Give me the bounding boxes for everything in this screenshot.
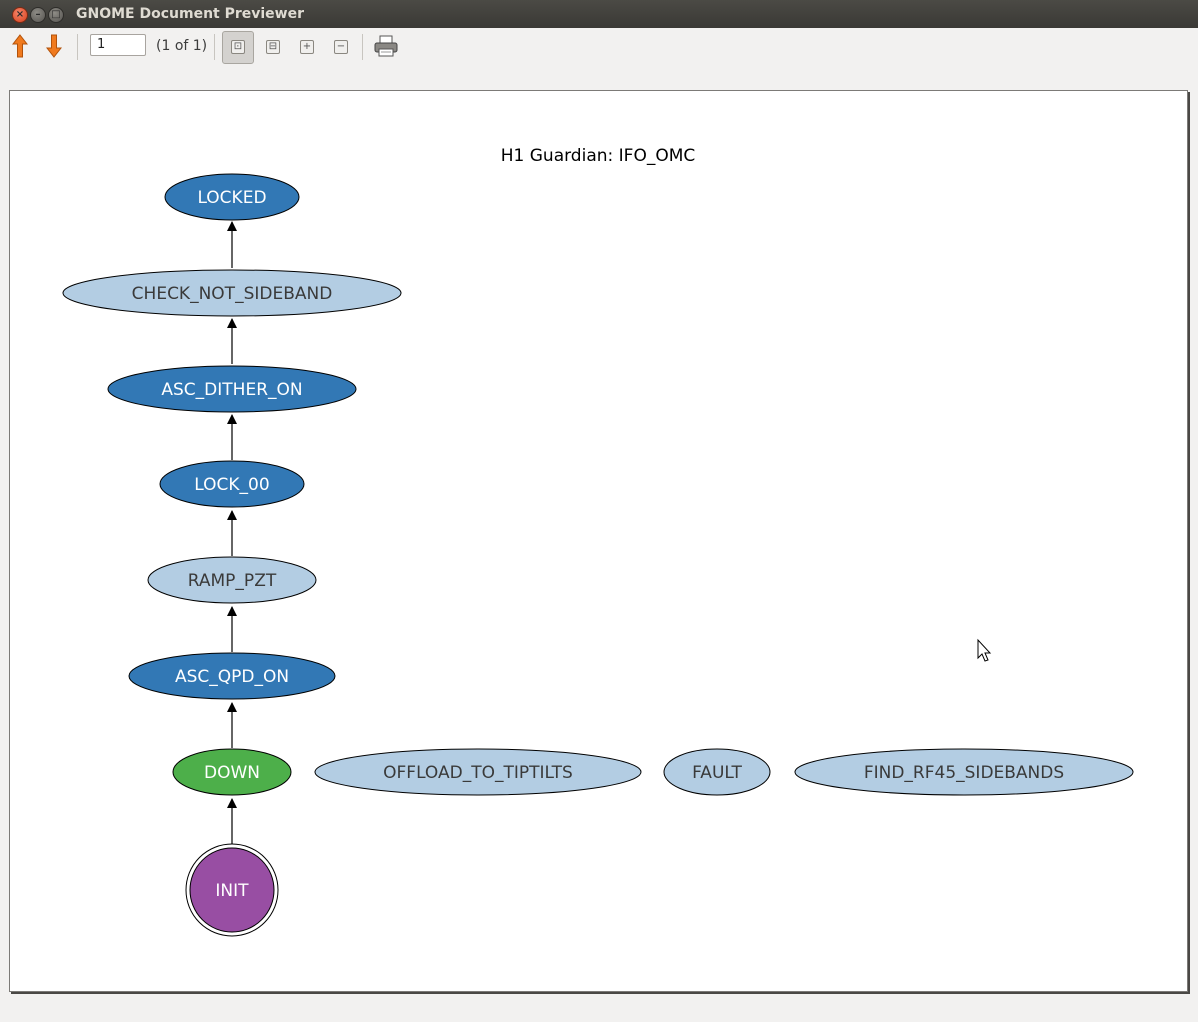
zoom-in-button[interactable]: + [292, 32, 320, 60]
node-asc-qpd-on: ASC_QPD_ON [128, 652, 336, 700]
state-graph: H1 Guardian: IFO_OMC LOCKED CHECK_NOT_SI… [62, 146, 1134, 937]
close-icon: × [15, 9, 25, 20]
zoom-out-icon: − [334, 40, 348, 54]
close-window-button[interactable]: × [12, 7, 28, 23]
printer-icon [374, 35, 398, 57]
bottom-bar [0, 1002, 1198, 1022]
minimize-icon: – [35, 9, 41, 20]
window-title: GNOME Document Previewer [76, 6, 305, 22]
node-find-rf45-sidebands: FIND_RF45_SIDEBANDS [794, 748, 1134, 796]
zoom-out-button[interactable]: − [326, 32, 354, 60]
arrow-down-icon [46, 34, 62, 58]
previous-page-button[interactable] [6, 32, 34, 60]
node-label: DOWN [204, 763, 260, 783]
toolbar-separator [77, 34, 78, 60]
node-asc-dither-on: ASC_DITHER_ON [107, 365, 357, 413]
toolbar-separator [214, 34, 215, 60]
minimize-window-button[interactable]: – [30, 7, 46, 23]
node-label: CHECK_NOT_SIDEBAND [132, 284, 333, 304]
node-label: ASC_DITHER_ON [161, 380, 302, 400]
best-fit-icon: ⊡ [231, 40, 245, 54]
node-check-not-sideband: CHECK_NOT_SIDEBAND [62, 269, 402, 317]
page-number-input[interactable]: 1 [90, 34, 146, 56]
best-fit-button[interactable]: ⊡ [222, 31, 254, 64]
next-page-button[interactable] [40, 32, 68, 60]
maximize-icon: □ [51, 9, 61, 20]
node-down: DOWN [172, 748, 292, 796]
page-count-label: (1 of 1) [156, 38, 208, 54]
node-lock-00: LOCK_00 [159, 460, 305, 508]
node-locked: LOCKED [164, 173, 300, 221]
fit-width-button[interactable]: ⊟ [258, 32, 286, 60]
maximize-window-button[interactable]: □ [48, 7, 64, 23]
node-label: OFFLOAD_TO_TIPTILTS [383, 763, 573, 783]
arrow-up-icon [12, 34, 28, 58]
node-label: RAMP_PZT [188, 571, 277, 591]
toolbar: 1 (1 of 1) ⊡ ⊟ + − [0, 28, 1198, 66]
node-label: LOCKED [197, 188, 266, 208]
graph-title: H1 Guardian: IFO_OMC [501, 146, 696, 166]
toolbar-separator [362, 34, 363, 60]
node-ramp-pzt: RAMP_PZT [147, 556, 317, 604]
node-label: FIND_RF45_SIDEBANDS [864, 763, 1064, 783]
print-button[interactable] [372, 32, 400, 60]
document-page[interactable]: H1 Guardian: IFO_OMC LOCKED CHECK_NOT_SI… [9, 90, 1188, 992]
node-fault: FAULT [663, 748, 771, 796]
node-label: INIT [215, 881, 249, 901]
fit-width-icon: ⊟ [266, 40, 280, 54]
node-label: ASC_QPD_ON [175, 667, 289, 687]
zoom-in-icon: + [300, 40, 314, 54]
node-label: FAULT [692, 763, 742, 783]
mouse-cursor-icon [977, 638, 992, 662]
window-titlebar: × – □ GNOME Document Previewer [0, 0, 1198, 28]
node-label: LOCK_00 [194, 475, 269, 495]
node-init: INIT [185, 843, 279, 937]
node-offload-to-tiptilts: OFFLOAD_TO_TIPTILTS [314, 748, 642, 796]
